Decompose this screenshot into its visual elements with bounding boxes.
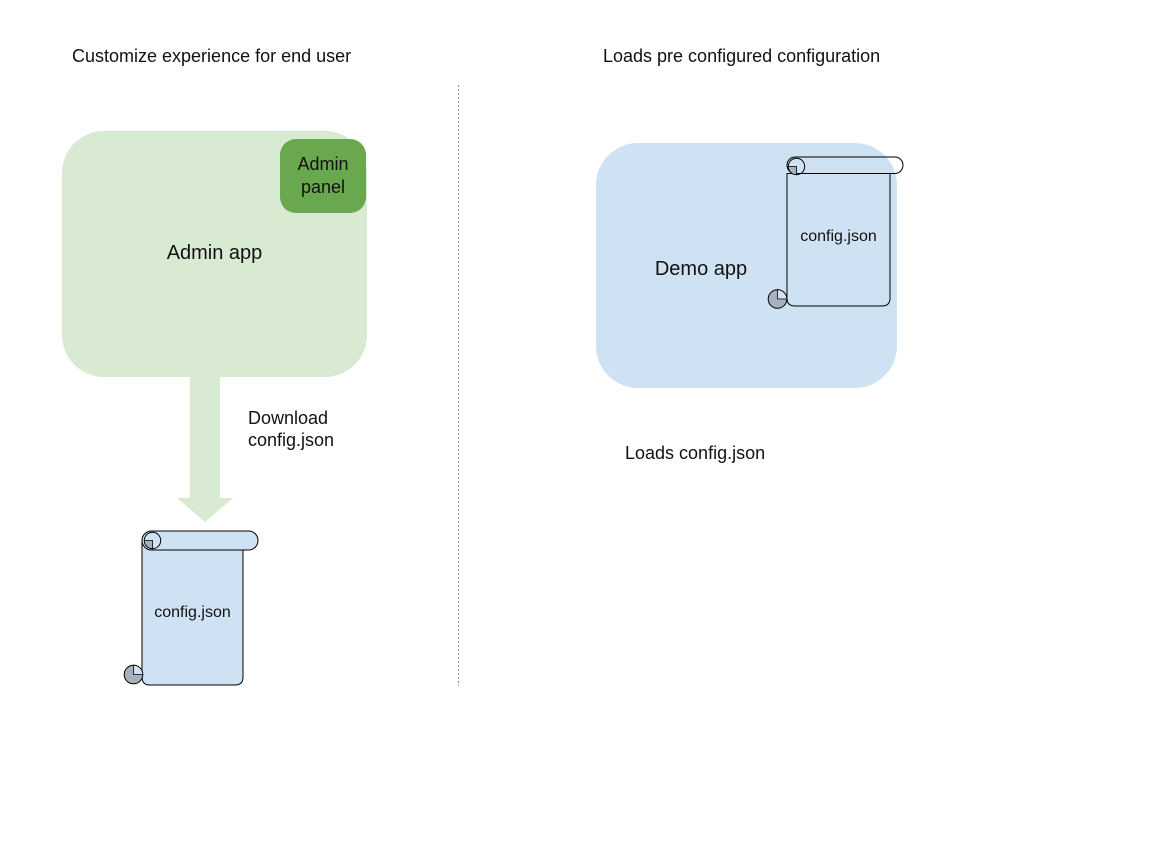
admin-panel-label: Admin panel	[297, 154, 349, 197]
scroll-top-roll	[141, 530, 259, 551]
admin-app-label: Admin app	[166, 242, 263, 264]
config-scroll-icon	[123, 530, 259, 686]
loads-config-caption: Loads config.json	[625, 443, 766, 463]
download-arrow-head-icon	[177, 498, 233, 522]
demo-app-label: Demo app	[654, 258, 748, 280]
config-scroll-outline-icon	[767, 156, 904, 309]
scroll-top-roll	[786, 156, 904, 174]
download-arrow-shaft	[190, 376, 220, 498]
left-section-title: Customize experience for end user	[72, 46, 352, 66]
right-section-title: Loads pre configured configuration	[603, 46, 881, 66]
config-json-label-right: config.json	[800, 228, 877, 245]
scroll-body	[141, 540, 244, 686]
admin-panel-box: Admin panel	[280, 139, 366, 213]
scroll-body	[786, 173, 891, 307]
config-json-label-left: config.json	[154, 604, 231, 621]
demo-app-box	[596, 143, 897, 388]
download-arrow-label: Download config.json	[248, 408, 335, 450]
section-divider	[458, 85, 459, 686]
